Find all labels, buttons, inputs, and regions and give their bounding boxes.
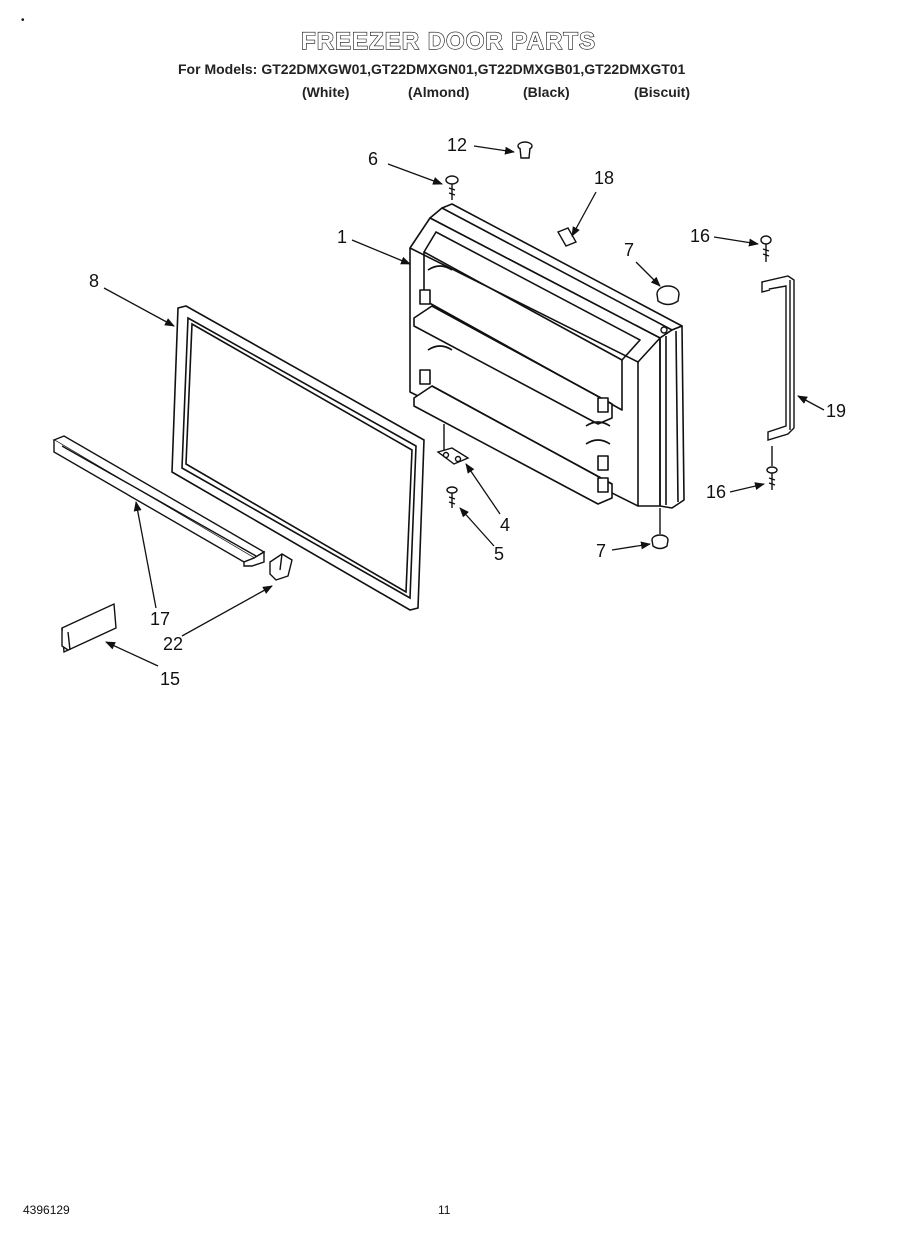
callout-17: 17 bbox=[150, 609, 170, 629]
callout-7-bottom-leader bbox=[611, 541, 651, 551]
callout-16-top: 16 bbox=[690, 226, 710, 246]
callout-5: 5 bbox=[494, 544, 504, 564]
callout-1: 1 bbox=[337, 227, 347, 247]
callout-7-top-leader bbox=[635, 261, 661, 287]
page-title: FREEZER DOOR PARTS bbox=[300, 27, 596, 55]
document-number: 4396129 bbox=[23, 1203, 70, 1217]
callout-17-leader bbox=[133, 501, 157, 609]
callout-1-leader bbox=[351, 239, 411, 265]
callout-22: 22 bbox=[163, 634, 183, 654]
callout-4: 4 bbox=[500, 515, 510, 535]
color-label-almond: (Almond) bbox=[408, 84, 470, 100]
end-cap-part bbox=[269, 553, 293, 581]
hinge-bracket-part bbox=[436, 424, 470, 465]
page-number: 11 bbox=[438, 1203, 451, 1217]
door-handle-part bbox=[761, 275, 795, 441]
callout-6-leader bbox=[387, 163, 443, 185]
callout-16-bottom: 16 bbox=[706, 482, 726, 502]
color-label-white: (White) bbox=[302, 84, 350, 100]
callout-6: 6 bbox=[368, 149, 378, 169]
models-list: GT22DMXGW01,GT22DMXGN01,GT22DMXGB01,GT22… bbox=[261, 61, 686, 77]
models-prefix: For Models: bbox=[178, 61, 258, 77]
callout-8-leader bbox=[103, 287, 175, 327]
callout-12-leader bbox=[473, 145, 515, 155]
bottom-cap-part bbox=[651, 508, 669, 550]
callout-5-leader bbox=[459, 507, 495, 547]
top-screw-part bbox=[445, 175, 459, 200]
callout-4-leader bbox=[465, 463, 501, 515]
callout-15-leader bbox=[105, 641, 159, 667]
callout-12: 12 bbox=[447, 135, 467, 155]
callout-16-top-leader bbox=[713, 236, 759, 247]
label-part bbox=[556, 227, 578, 247]
callout-19: 19 bbox=[826, 401, 846, 421]
plug-part bbox=[517, 141, 533, 159]
hinge-screw-part bbox=[446, 486, 458, 508]
callout-22-leader bbox=[181, 585, 273, 637]
door-liner-part bbox=[409, 203, 685, 509]
handle-bottom-screw-part bbox=[766, 446, 778, 490]
callout-7-bottom: 7 bbox=[596, 541, 606, 561]
nameplate-part bbox=[61, 602, 117, 654]
models-line: For Models:GT22DMXGW01,GT22DMXGN01,GT22D… bbox=[178, 61, 685, 77]
color-label-biscuit: (Biscuit) bbox=[634, 84, 690, 100]
callout-8: 8 bbox=[89, 271, 99, 291]
callout-18: 18 bbox=[594, 168, 614, 188]
callout-15: 15 bbox=[160, 669, 180, 689]
door-gasket-part bbox=[171, 305, 425, 611]
callout-7-top: 7 bbox=[624, 240, 634, 260]
handle-top-screw-part bbox=[760, 235, 772, 262]
trim-strip-part bbox=[52, 435, 266, 567]
color-row: (White) (Almond) (Black) (Biscuit) bbox=[0, 84, 897, 104]
color-label-black: (Black) bbox=[523, 84, 570, 100]
callout-16-bottom-leader bbox=[729, 482, 765, 493]
top-cap-part bbox=[656, 285, 680, 334]
callout-18-leader bbox=[571, 191, 597, 237]
callout-19-leader bbox=[797, 395, 825, 411]
corner-mark: • bbox=[21, 15, 25, 26]
